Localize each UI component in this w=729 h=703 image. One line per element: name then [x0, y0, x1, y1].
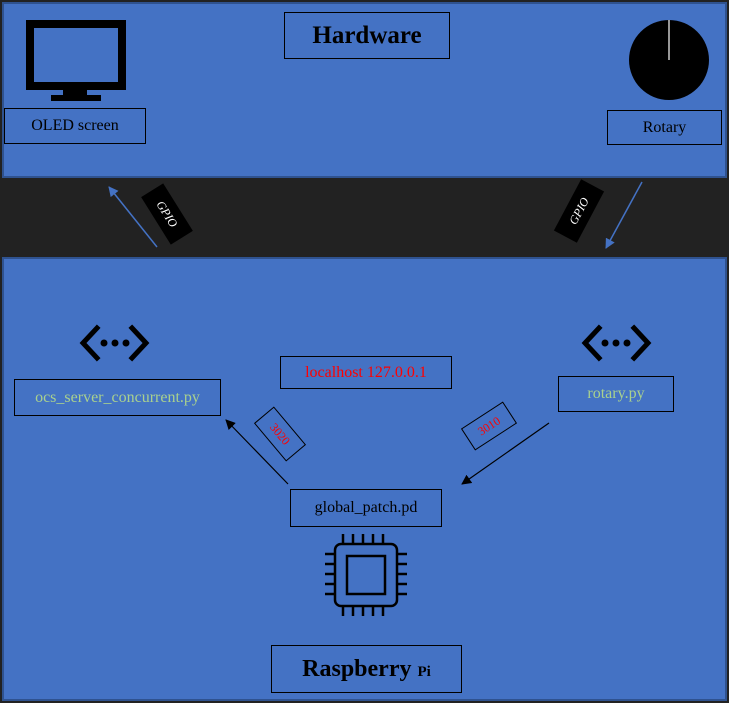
rotary-label-text: Rotary: [642, 118, 687, 136]
port-tag-3010-text: 3010: [474, 413, 503, 438]
ocs-server-script: ocs_server_concurrent.py: [14, 379, 221, 416]
global-patch-file-text: global_patch.pd: [314, 499, 418, 516]
gpio-tag-left: GPIO: [141, 183, 193, 245]
raspberry-pi-panel: [2, 257, 727, 701]
raspberry-pi-title: Raspberry Pi: [271, 645, 462, 693]
ocs-server-script-text: ocs_server_concurrent.py: [35, 388, 200, 406]
oled-screen-label-text: OLED screen: [31, 117, 119, 134]
rotary-py-script-text: rotary.py: [587, 385, 645, 402]
raspberry-pi-title-main: Raspberry: [302, 655, 412, 682]
localhost-label-text: localhost 127.0.0.1: [305, 363, 427, 381]
rotary-label: Rotary: [607, 110, 722, 145]
localhost-label: localhost 127.0.0.1: [280, 356, 452, 389]
gpio-tag-right: GPIO: [553, 179, 605, 243]
raspberry-pi-title-sub: Pi: [417, 663, 431, 680]
gpio-arrow-from-rotary: [605, 181, 643, 249]
gpio-tag-left-text: GPIO: [153, 197, 181, 230]
global-patch-file: global_patch.pd: [290, 489, 442, 527]
rotary-py-script: rotary.py: [558, 376, 674, 412]
gpio-tag-right-text: GPIO: [565, 194, 592, 227]
oled-screen-label: OLED screen: [4, 108, 146, 144]
hardware-title-text: Hardware: [312, 21, 422, 49]
hardware-title: Hardware: [284, 12, 450, 59]
port-tag-3020-text: 3020: [267, 419, 294, 448]
